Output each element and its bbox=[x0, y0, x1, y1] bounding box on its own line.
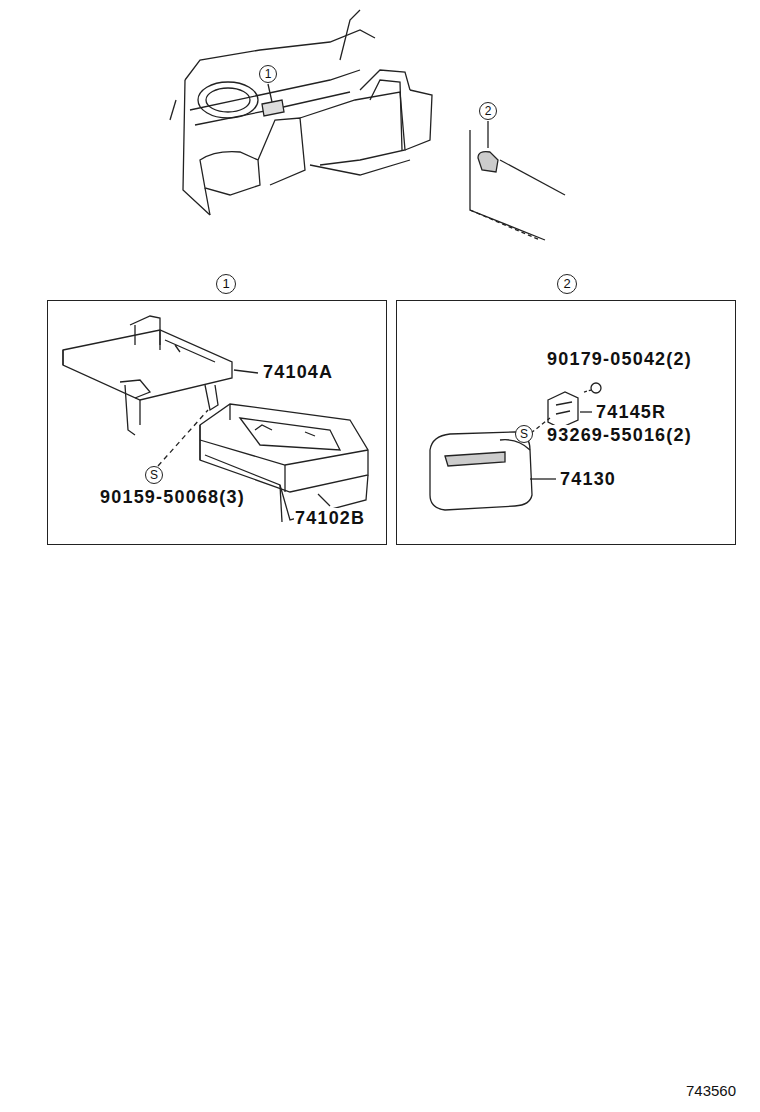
bracket-drawing bbox=[63, 316, 232, 435]
part-number: 74102B bbox=[294, 508, 366, 528]
part-number: 90159-50068(3) bbox=[99, 487, 246, 507]
fastener-symbol: S bbox=[145, 466, 163, 484]
leader-line bbox=[530, 478, 556, 479]
panel-heading: 1 bbox=[216, 274, 236, 294]
door-sketch bbox=[470, 121, 565, 240]
part-number: 93269-55016(2) bbox=[546, 425, 693, 445]
leader-line bbox=[234, 370, 258, 373]
callout-number: 2 bbox=[479, 102, 497, 120]
cover-drawing bbox=[430, 432, 532, 510]
part-number: 74104A bbox=[262, 362, 334, 382]
leader-line bbox=[318, 494, 330, 506]
part-number: 74130 bbox=[559, 469, 617, 489]
part-number: 90179-05042(2) bbox=[546, 349, 693, 369]
panel-heading: 2 bbox=[557, 274, 577, 294]
detail-panel: 2 bbox=[396, 300, 736, 545]
fastener-line bbox=[158, 410, 208, 466]
fastener-symbol: S bbox=[515, 425, 533, 443]
leader-line bbox=[268, 84, 272, 102]
leader-line bbox=[580, 411, 592, 412]
leader-line bbox=[487, 121, 488, 148]
interior-sketch bbox=[170, 10, 432, 215]
callout-number: 1 bbox=[259, 65, 277, 83]
part-number: 74145R bbox=[595, 402, 667, 422]
drawing-number: 743560 bbox=[686, 1082, 736, 1099]
